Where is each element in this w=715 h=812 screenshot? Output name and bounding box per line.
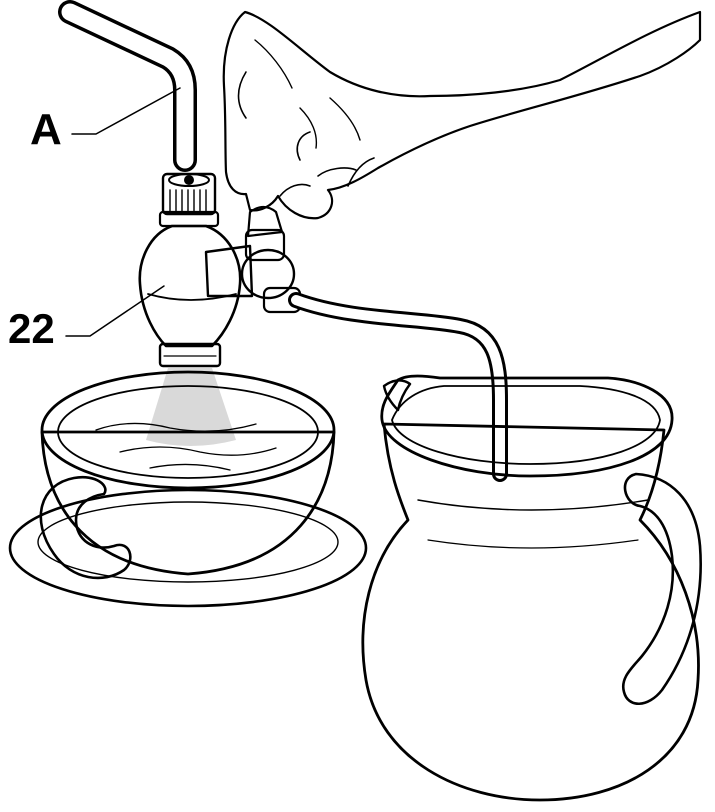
leader-line-22 xyxy=(65,285,165,337)
tube-a xyxy=(58,0,197,172)
steam-spray xyxy=(146,368,236,446)
saucer xyxy=(8,488,368,608)
callout-label-a: A xyxy=(30,105,62,154)
hand xyxy=(222,10,702,220)
jug xyxy=(361,374,702,802)
leader-line-a xyxy=(71,87,181,135)
callout-label-22: 22 xyxy=(8,305,55,352)
nozzle-22 xyxy=(138,172,302,368)
milk-hose xyxy=(288,292,508,482)
cup xyxy=(39,370,336,580)
